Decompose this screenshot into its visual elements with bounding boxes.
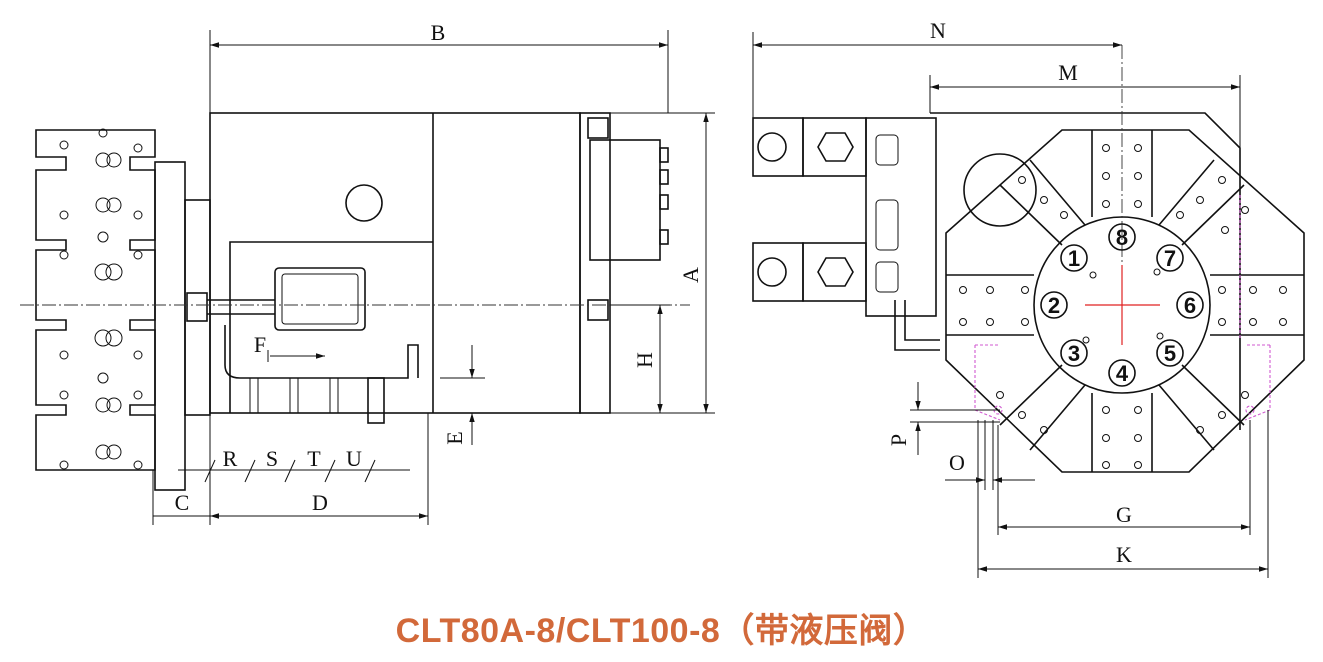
dim-label-R: R [223, 446, 238, 471]
dim-label-P: P [886, 434, 911, 446]
tool-holes [59, 128, 143, 470]
dim-label-M: M [1058, 60, 1078, 85]
station-markers: 8 7 6 5 4 3 2 1 [1040, 223, 1204, 387]
dimension-lines-front [752, 32, 1269, 578]
dim-label-E: E [442, 431, 467, 444]
dim-label-U: U [346, 446, 362, 471]
dim-label-S: S [266, 446, 278, 471]
dim-label-C: C [175, 490, 190, 515]
dim-label-H: H [632, 352, 657, 368]
dim-label-K: K [1116, 542, 1132, 567]
bolt-holes [959, 144, 1287, 469]
front-view: 8 7 6 5 4 3 2 1 [752, 32, 1305, 578]
dim-label-D: D [312, 490, 328, 515]
station-7-label: 7 [1164, 246, 1176, 271]
station-2-label: 2 [1048, 293, 1060, 318]
station-5-label: 5 [1164, 341, 1176, 366]
dim-label-T: T [307, 446, 321, 471]
dim-label-F: F [254, 332, 266, 357]
dimension-lines-side [152, 30, 715, 525]
dimension-labels: B A H E F R S T U C D N M P O G K [175, 18, 1132, 567]
dim-label-O: O [949, 450, 965, 475]
dim-label-A: A [678, 267, 703, 283]
dim-label-B: B [431, 20, 446, 45]
station-4-label: 4 [1116, 361, 1129, 386]
station-3-label: 3 [1068, 341, 1080, 366]
station-1-label: 1 [1068, 246, 1080, 271]
dim-label-G: G [1116, 502, 1132, 527]
side-view [20, 30, 715, 525]
station-8-label: 8 [1116, 225, 1128, 250]
station-6-label: 6 [1184, 293, 1196, 318]
model-caption: CLT80A-8/CLT100-8（带液压阀） [395, 612, 928, 650]
dim-label-N: N [930, 18, 946, 43]
